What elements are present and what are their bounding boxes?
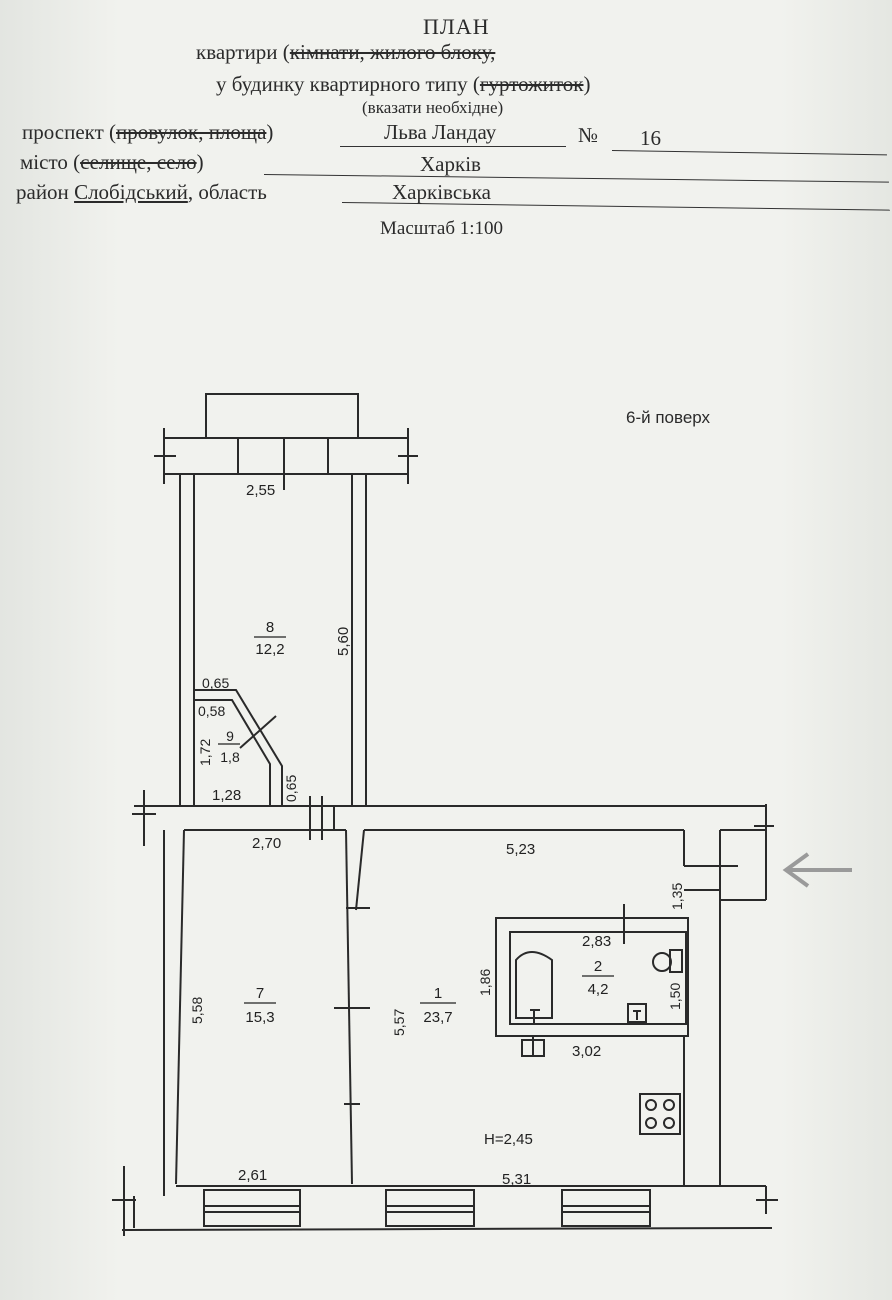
washbasin xyxy=(627,1003,647,1023)
room8-number: 8 xyxy=(266,619,274,636)
building-label-close: ) xyxy=(583,72,591,96)
dim-531: 5,31 xyxy=(502,1171,531,1188)
city-value: Харків xyxy=(420,152,481,176)
upper-exterior-wall xyxy=(163,437,409,475)
window-room7 xyxy=(203,1189,301,1227)
room7-left-wall-inner xyxy=(175,829,185,1185)
dim-065b: 0,65 xyxy=(283,775,299,802)
dim-557: 5,57 xyxy=(391,1009,407,1036)
dim-150: 1,50 xyxy=(667,983,683,1010)
room1-number: 1 xyxy=(434,985,442,1002)
room2-area: 4,2 xyxy=(588,981,609,998)
dim-135: 1,35 xyxy=(669,883,685,910)
balcony-outline xyxy=(205,393,359,438)
dim-261: 2,61 xyxy=(238,1167,267,1184)
street-underline xyxy=(340,146,566,147)
floor-label: 6-й поверх xyxy=(626,408,711,427)
dim-186: 1,86 xyxy=(477,969,493,996)
room8-area: 12,2 xyxy=(255,641,284,658)
dim-172: 1,72 xyxy=(197,739,213,766)
dim-523: 5,23 xyxy=(506,841,535,858)
district-value: Слобідський xyxy=(74,180,188,204)
number-value: 16 xyxy=(640,126,661,150)
dim-128: 1,28 xyxy=(212,787,241,804)
building-label: у будинку квартирного типу ( xyxy=(216,72,480,96)
number-label: № xyxy=(578,123,599,147)
closet9-wall xyxy=(194,689,283,806)
dim-270: 2,70 xyxy=(252,835,281,852)
header-note: (вказати необхідне) xyxy=(362,98,504,117)
header-line-apartment: квартири (кімнати, жилого блоку, xyxy=(196,40,495,65)
toilet xyxy=(652,952,672,972)
window-room1-right xyxy=(561,1189,651,1227)
room7-number: 7 xyxy=(256,985,264,1002)
header-line-building: у будинку квартирного типу (гуртожиток) xyxy=(216,72,590,97)
dim-302: 3,02 xyxy=(572,1043,601,1060)
region-label: , область xyxy=(187,180,267,204)
district-label: район Слобідський, область xyxy=(16,180,267,204)
window-room1-left xyxy=(385,1189,475,1227)
dim-058: 0,58 xyxy=(198,703,225,719)
room2-number: 2 xyxy=(594,958,602,975)
building-struck-option: гуртожиток xyxy=(479,72,584,96)
document-title: ПЛАН xyxy=(423,14,490,39)
street-struck-options: провулок, площа xyxy=(116,120,267,144)
kitchen-stove xyxy=(639,1093,681,1135)
room9-number: 9 xyxy=(226,728,234,744)
dim-283: 2,83 xyxy=(582,933,611,950)
region-value: Харківська xyxy=(392,180,491,204)
bottom-wall-outer xyxy=(121,1227,773,1231)
room7-area: 15,3 xyxy=(245,1009,274,1026)
bathtub xyxy=(515,951,553,1019)
dim-255: 2,55 xyxy=(246,482,275,499)
city-struck-options: селище, село xyxy=(80,150,197,174)
street-value: Льва Ландау xyxy=(384,120,497,144)
dim-558: 5,58 xyxy=(189,997,205,1024)
scale-label: Масштаб 1:100 xyxy=(380,218,504,239)
apartment-struck-options: кімнати, жилого блоку, xyxy=(289,40,496,64)
city-label: місто (селище, село) xyxy=(20,150,204,174)
street-label: проспект (провулок, площа) xyxy=(22,120,274,144)
ceiling-height: H=2,45 xyxy=(484,1131,533,1148)
dim-065a: 0,65 xyxy=(202,675,229,691)
apartment-label: квартири ( xyxy=(196,40,290,64)
dim-560: 5,60 xyxy=(335,627,352,656)
bathroom-inner xyxy=(509,931,687,1025)
entrance-arrow-icon xyxy=(782,852,852,888)
room9-area: 1,8 xyxy=(220,749,240,765)
room1-area: 23,7 xyxy=(423,1009,452,1026)
bathroom-outer xyxy=(495,917,689,1037)
